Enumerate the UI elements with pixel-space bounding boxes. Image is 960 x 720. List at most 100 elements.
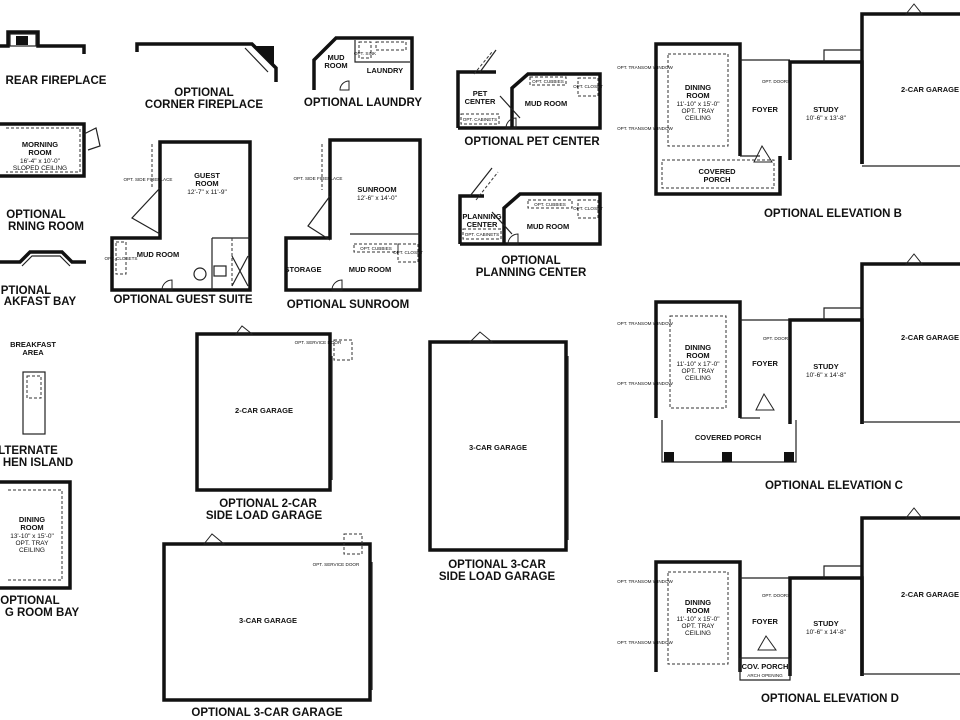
- laundry-plan: OPT. SINK MUD ROOM LAUNDRY OPTIONAL LAUN…: [304, 36, 422, 109]
- garage-3car-plan: OPT. SERVICE DOOR 3-CAR GARAGE OPTIONAL …: [162, 533, 373, 719]
- room-sunroom: SUNROOM: [357, 185, 396, 194]
- note-opt-cabinets-planning: OPT. CABINETS: [465, 232, 499, 237]
- dining-room-bay-plan: DINING ROOM 13'-10" x 15'-0" OPT. TRAY C…: [0, 480, 79, 619]
- note-opt-doors-b: OPT. DOORS: [762, 79, 790, 84]
- note-opt-sink: OPT. SINK: [354, 51, 377, 56]
- note-ceiling-c: CEILING: [685, 375, 711, 382]
- dim-study-d: 10'-6" x 14'-8": [806, 629, 847, 636]
- room-garage-2car-side: 2-CAR GARAGE: [235, 406, 293, 415]
- room-dining-bay-room: ROOM: [20, 523, 43, 532]
- kitchen-island-plan: BREAKFAST AREA LTERNATE HEN ISLAND: [0, 340, 73, 469]
- dim-study-c: 10'-6" x 14'-8": [806, 372, 847, 379]
- note-transom-c-top: OPT. TRANSOM WINDOW: [617, 321, 673, 326]
- note-opt-side-fireplace-sunroom: OPT. SIDE FIREPLACE: [293, 176, 342, 181]
- room-dining-bay: DINING: [19, 515, 45, 524]
- room-mud: MUD: [327, 53, 345, 62]
- note-opt-cubbies: OPT. CUBBIES: [532, 79, 564, 84]
- room-garage-c: 2-CAR GARAGE: [901, 333, 959, 342]
- caption-kitchen-island-line1: LTERNATE: [0, 445, 58, 457]
- room-garage-3car: 3-CAR GARAGE: [239, 616, 297, 625]
- sunroom-plan: OPT. CUBBIES OPT. CLOSET OPT. SIDE FIREP…: [284, 138, 423, 311]
- caption-kitchen-island-line2: HEN ISLAND: [3, 457, 73, 469]
- caption-garage-3car: OPTIONAL 3-CAR GARAGE: [191, 707, 343, 719]
- room-study-c: STUDY: [813, 362, 838, 371]
- dim-morning: 16'-4" x 10'-0": [20, 158, 61, 165]
- caption-guest-suite: OPTIONAL GUEST SUITE: [113, 294, 252, 306]
- room-dining-b: DINING: [685, 83, 711, 92]
- note-opt-tray-bay: OPT. TRAY: [16, 540, 50, 547]
- caption-corner-fireplace-line1: OPTIONAL: [174, 87, 233, 99]
- room-morning-room: ROOM: [28, 148, 51, 157]
- garage-3car-side-plan: 3-CAR GARAGE OPTIONAL 3-CAR SIDE LOAD GA…: [428, 331, 569, 583]
- dim-dining-bay: 13'-10" x 15'-0": [10, 533, 54, 540]
- caption-pet-center: OPTIONAL PET CENTER: [464, 136, 600, 148]
- caption-breakfast-bay-line1: PTIONAL: [1, 285, 51, 297]
- room-foyer-d: FOYER: [752, 617, 778, 626]
- caption-planning-center-line1: OPTIONAL: [501, 255, 560, 267]
- note-ceiling-b: CEILING: [685, 115, 711, 122]
- note-opt-closet-sunroom: OPT. CLOSET: [393, 250, 423, 255]
- note-transom-c-bottom: OPT. TRANSOM WINDOW: [617, 381, 673, 386]
- note-transom-d-top: OPT. TRANSOM WINDOW: [617, 579, 673, 584]
- note-opt-service-door-3car: OPT. SERVICE DOOR: [313, 562, 360, 567]
- garage-2car-side-plan: OPT. SERVICE DOOR 2-CAR GARAGE OPTIONAL …: [195, 325, 353, 522]
- note-transom-b-top: OPT. TRANSOM WINDOW: [617, 65, 673, 70]
- dim-study-b: 10'-6" x 13'-8": [806, 115, 847, 122]
- dim-sunroom: 12'-6" x 14'-0": [357, 195, 398, 202]
- elevation-b-plan: OPT. TRANSOM WINDOW OPT. TRANSOM WINDOW …: [617, 3, 960, 220]
- room-storage: STORAGE: [285, 265, 322, 274]
- rear-fireplace-plan: REAR FIREPLACE: [0, 30, 107, 87]
- room-mud-room-guest: MUD ROOM: [137, 250, 180, 259]
- room-covered-porch-c: COVERED PORCH: [695, 433, 761, 442]
- note-opt-cabinets: OPT. CABINETS: [463, 117, 497, 122]
- room-area: AREA: [22, 348, 44, 357]
- note-opt-tray-d: OPT. TRAY: [682, 623, 716, 630]
- room-study-d: STUDY: [813, 619, 838, 628]
- note-arch-opening: ARCH OPENING: [747, 673, 783, 678]
- room-center: CENTER: [465, 97, 496, 106]
- note-opt-cubbies-sunroom: OPT. CUBBIES: [360, 246, 392, 251]
- elevation-d-plan: OPT. TRANSOM WINDOW OPT. TRANSOM WINDOW …: [617, 507, 960, 705]
- room-garage-3car-side: 3-CAR GARAGE: [469, 443, 527, 452]
- planning-center-plan: OPT. CUBBIES OPT. CLOSET PLANNING CENTER…: [458, 167, 603, 279]
- note-transom-b-bottom: OPT. TRANSOM WINDOW: [617, 126, 673, 131]
- room-guest-room: ROOM: [195, 179, 218, 188]
- room-breakfast: BREAKFAST: [10, 340, 56, 349]
- note-sloped-ceiling: SLOPED CEILING: [13, 165, 67, 172]
- dim-dining-d: 11'-10" x 15'-0": [676, 616, 720, 623]
- room-guest: GUEST: [194, 171, 220, 180]
- caption-sunroom: OPTIONAL SUNROOM: [287, 299, 409, 311]
- room-planning: PLANNING: [462, 212, 501, 221]
- room-dining-c-room: ROOM: [686, 351, 709, 360]
- note-opt-closet-planning: OPT. CLOSET: [573, 206, 603, 211]
- room-center-planning: CENTER: [467, 220, 498, 229]
- room-cov-porch-d: COV. PORCH: [742, 662, 789, 671]
- room-dining-b-room: ROOM: [686, 91, 709, 100]
- note-opt-cubbies-planning: OPT. CUBBIES: [534, 202, 566, 207]
- pet-center-plan: OPT. CUBBIES OPT. CLOSET PET CENTER OPT.…: [456, 49, 603, 148]
- note-transom-d-bottom: OPT. TRANSOM WINDOW: [617, 640, 673, 645]
- room-pet: PET: [473, 89, 488, 98]
- caption-garage-3car-side-line2: SIDE LOAD GARAGE: [439, 571, 556, 583]
- caption-garage-3car-side-line1: OPTIONAL 3-CAR: [448, 559, 546, 571]
- caption-corner-fireplace-line2: CORNER FIREPLACE: [145, 99, 264, 111]
- room-foyer-c: FOYER: [752, 359, 778, 368]
- room-covered-b: COVERED: [698, 167, 736, 176]
- caption-breakfast-bay-line2: AKFAST BAY: [4, 296, 77, 308]
- room-garage-b: 2-CAR GARAGE: [901, 85, 959, 94]
- caption-elevation-b: OPTIONAL ELEVATION B: [764, 208, 902, 220]
- note-opt-doors-c: OPT. DOORS: [763, 336, 791, 341]
- note-opt-side-fireplace: OPT. SIDE FIREPLACE: [123, 177, 172, 182]
- caption-elevation-c: OPTIONAL ELEVATION C: [765, 480, 903, 492]
- note-opt-service-door: OPT. SERVICE DOOR: [295, 340, 342, 345]
- elevation-c-plan: OPT. TRANSOM WINDOW OPT. TRANSOM WINDOW …: [617, 253, 960, 492]
- caption-elevation-d: OPTIONAL ELEVATION D: [761, 693, 899, 705]
- room-foyer-b: FOYER: [752, 105, 778, 114]
- room-laundry: LAUNDRY: [367, 66, 403, 75]
- room-dining-d: DINING: [685, 598, 711, 607]
- dim-dining-c: 11'-10" x 17'-0": [676, 361, 720, 368]
- room-porch-b: PORCH: [703, 175, 730, 184]
- room-mud-room-pet: MUD ROOM: [525, 99, 568, 108]
- room-study-b: STUDY: [813, 105, 838, 114]
- caption-morning-room-line1: OPTIONAL: [6, 209, 65, 221]
